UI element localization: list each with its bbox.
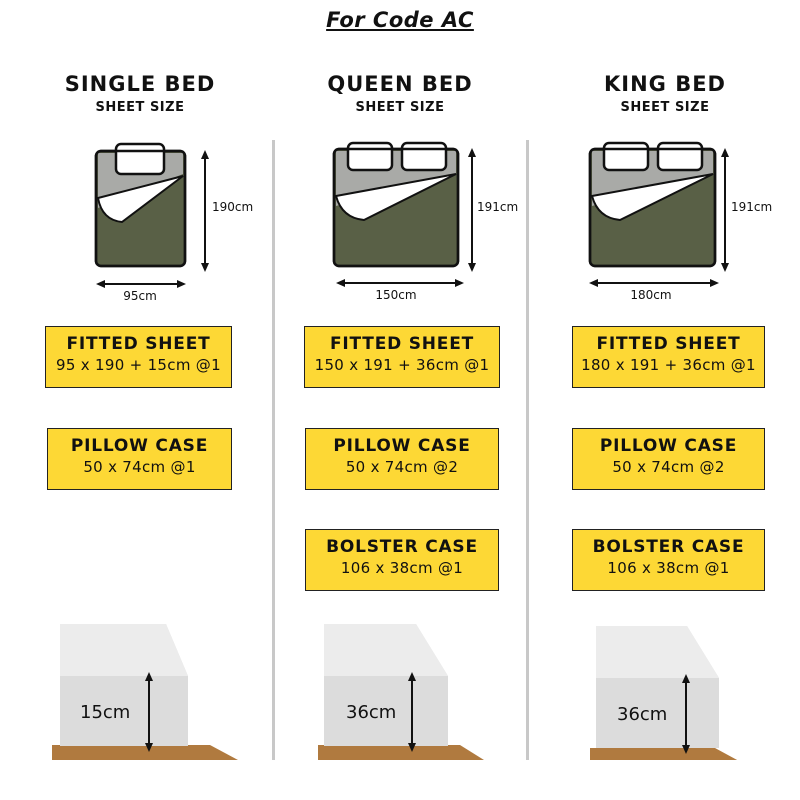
pillow-case-size: 50 x 74cm @1 xyxy=(83,458,196,476)
depth-arrow xyxy=(682,674,690,754)
mattress-depth-diagram: 36cm xyxy=(590,626,738,760)
depth-label: 36cm xyxy=(617,704,667,725)
length-label: 191cm xyxy=(477,200,518,214)
depth-arrow xyxy=(145,672,153,752)
pillow-icon xyxy=(114,142,166,176)
pillow-icon xyxy=(400,141,448,172)
king-bed-column: KING BED SHEET SIZE 191cm 180cm FITTED S… xyxy=(545,0,785,800)
queen-bed-column: QUEEN BED SHEET SIZE 191cm 150cm FITTED … xyxy=(290,0,518,800)
pillow-case-title: PILLOW CASE xyxy=(333,436,471,456)
column-divider-left xyxy=(272,140,275,760)
bolster-case-label: BOLSTER CASE 106 x 38cm @1 xyxy=(305,529,499,591)
pillow-icon xyxy=(346,141,394,172)
depth-label: 15cm xyxy=(80,702,130,723)
pillow-case-label: PILLOW CASE 50 x 74cm @2 xyxy=(305,428,499,490)
width-label: 150cm xyxy=(375,288,416,302)
mattress-depth-diagram: 15cm xyxy=(52,624,238,760)
bed-icon xyxy=(588,141,717,268)
pillow-case-title: PILLOW CASE xyxy=(70,436,209,456)
page-title: For Code AC xyxy=(326,8,474,32)
fitted-sheet-size: 95 x 190 + 15cm @1 xyxy=(56,356,221,374)
depth-arrow xyxy=(408,672,416,752)
length-arrow xyxy=(201,150,209,272)
fitted-sheet-title: FITTED SHEET xyxy=(66,334,211,354)
width-arrow xyxy=(336,279,464,287)
pillow-icon xyxy=(656,141,704,172)
fitted-sheet-title: FITTED SHEET xyxy=(329,334,475,354)
fitted-sheet-title: FITTED SHEET xyxy=(596,334,741,354)
length-label: 190cm xyxy=(212,200,253,214)
pillow-case-size: 50 x 74cm @2 xyxy=(612,458,725,476)
pillow-case-label: PILLOW CASE 50 x 74cm @1 xyxy=(47,428,232,490)
width-arrow xyxy=(96,280,186,288)
single-bed-diagram: 190cm 95cm xyxy=(94,142,253,303)
length-label: 191cm xyxy=(731,200,772,214)
bed-title: SINGLE BED xyxy=(64,72,216,96)
pillow-case-size: 50 x 74cm @2 xyxy=(345,458,459,476)
mattress-depth-diagram: 36cm xyxy=(318,624,484,760)
fitted-sheet-label: FITTED SHEET 180 x 191 + 36cm @1 xyxy=(572,326,765,388)
single-bed-column: SINGLE BED SHEET SIZE 190cm 95cm FITTED … xyxy=(30,0,253,800)
width-arrow xyxy=(589,279,719,287)
bolster-case-label: BOLSTER CASE 106 x 38cm @1 xyxy=(572,529,765,591)
bed-title: QUEEN BED xyxy=(327,72,473,96)
fitted-sheet-label: FITTED SHEET 95 x 190 + 15cm @1 xyxy=(45,326,232,388)
fitted-sheet-label: FITTED SHEET 150 x 191 + 36cm @1 xyxy=(304,326,500,388)
bed-icon xyxy=(94,142,187,268)
bed-icon xyxy=(332,141,460,268)
column-divider-right xyxy=(526,140,529,760)
bolster-case-title: BOLSTER CASE xyxy=(326,537,478,557)
width-label: 180cm xyxy=(630,288,671,302)
queen-bed-diagram: 191cm 150cm xyxy=(332,141,518,302)
bed-subtitle: SHEET SIZE xyxy=(95,100,185,115)
bed-subtitle: SHEET SIZE xyxy=(355,100,445,115)
pillow-case-label: PILLOW CASE 50 x 74cm @2 xyxy=(572,428,765,490)
bed-subtitle: SHEET SIZE xyxy=(620,100,710,115)
length-arrow xyxy=(721,148,729,272)
pillow-icon xyxy=(602,141,650,172)
bed-title: KING BED xyxy=(604,72,726,96)
length-arrow xyxy=(468,148,476,272)
fitted-sheet-size: 150 x 191 + 36cm @1 xyxy=(314,356,490,374)
pillow-case-title: PILLOW CASE xyxy=(599,436,738,456)
bolster-case-size: 106 x 38cm @1 xyxy=(340,559,464,577)
depth-label: 36cm xyxy=(346,702,396,723)
bolster-case-size: 106 x 38cm @1 xyxy=(607,559,730,577)
width-label: 95cm xyxy=(123,289,157,303)
king-bed-diagram: 191cm 180cm xyxy=(588,141,772,302)
bolster-case-title: BOLSTER CASE xyxy=(592,537,745,557)
fitted-sheet-size: 180 x 191 + 36cm @1 xyxy=(581,356,756,374)
